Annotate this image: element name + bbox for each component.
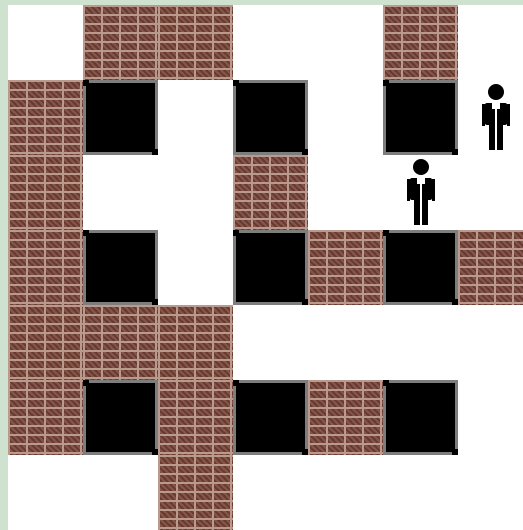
empty-tile[interactable] [383,305,458,380]
empty-tile[interactable] [308,5,383,80]
brick-wall-tile[interactable] [8,305,83,380]
game-board [8,5,523,530]
empty-tile[interactable] [458,155,523,230]
empty-tile[interactable] [233,305,308,380]
black-block-tile[interactable] [233,380,308,455]
brick-wall-tile[interactable] [458,230,523,305]
brick-wall-tile[interactable] [308,230,383,305]
brick-wall-tile[interactable] [83,305,158,380]
empty-tile[interactable] [158,155,233,230]
brick-wall-tile[interactable] [158,5,233,80]
brick-wall-tile[interactable] [8,230,83,305]
brick-wall-tile[interactable] [83,5,158,80]
empty-tile[interactable] [308,155,383,230]
brick-wall-tile[interactable] [158,305,233,380]
empty-tile[interactable] [458,305,523,380]
black-block-tile[interactable] [383,230,458,305]
black-block-tile[interactable] [83,380,158,455]
empty-tile[interactable] [158,80,233,155]
empty-tile[interactable] [233,455,308,530]
black-block-tile[interactable] [233,230,308,305]
black-block-tile[interactable] [83,230,158,305]
empty-tile[interactable] [308,80,383,155]
black-block-tile[interactable] [83,80,158,155]
empty-tile[interactable] [458,455,523,530]
person-icon[interactable] [481,83,511,153]
brick-wall-tile[interactable] [383,5,458,80]
empty-tile[interactable] [383,455,458,530]
brick-wall-tile[interactable] [8,80,83,155]
empty-tile[interactable] [308,305,383,380]
black-block-tile[interactable] [383,380,458,455]
black-block-tile[interactable] [233,80,308,155]
empty-tile[interactable] [308,455,383,530]
empty-tile[interactable] [233,5,308,80]
brick-wall-tile[interactable] [158,380,233,455]
black-block-tile[interactable] [383,80,458,155]
empty-tile[interactable] [8,5,83,80]
empty-tile[interactable] [83,455,158,530]
brick-wall-tile[interactable] [233,155,308,230]
empty-tile[interactable] [458,380,523,455]
person-icon[interactable] [406,158,436,228]
brick-wall-tile[interactable] [308,380,383,455]
empty-tile[interactable] [158,230,233,305]
brick-wall-tile[interactable] [8,380,83,455]
brick-wall-tile[interactable] [8,155,83,230]
empty-tile[interactable] [458,5,523,80]
brick-wall-tile[interactable] [158,455,233,530]
empty-tile[interactable] [8,455,83,530]
empty-tile[interactable] [83,155,158,230]
